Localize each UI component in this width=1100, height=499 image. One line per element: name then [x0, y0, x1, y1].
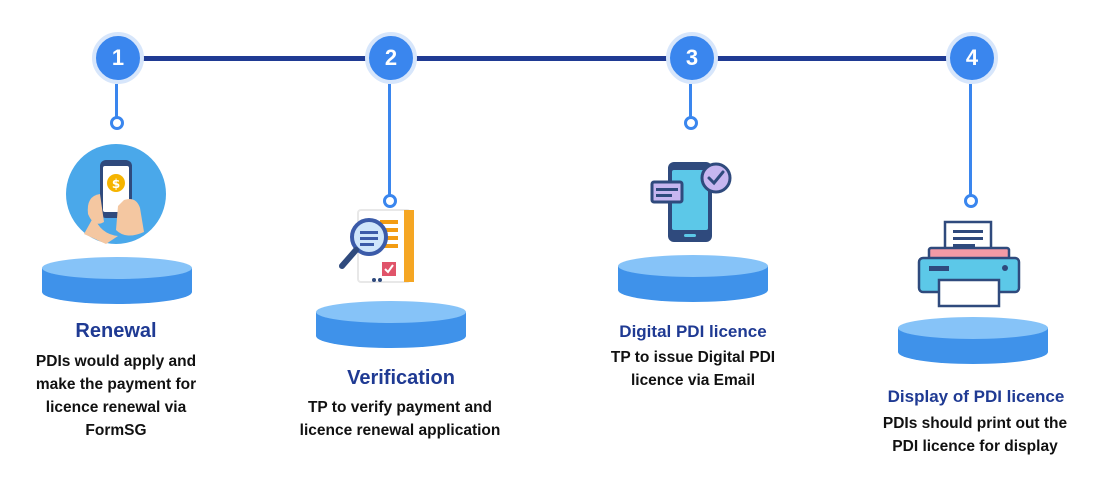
- step-connector-line: [969, 84, 972, 196]
- step-description: PDIs would apply and make the payment fo…: [35, 353, 197, 439]
- step-number-badge: 3: [666, 32, 718, 84]
- step-connector-dot: [684, 116, 698, 130]
- step-description: TP to verify payment and licence renewal…: [299, 399, 501, 439]
- step-connector-line: [388, 84, 391, 196]
- svg-text:$: $: [112, 177, 120, 191]
- step-connector-line: [115, 84, 118, 118]
- step-number-badge: 2: [365, 32, 417, 84]
- step-title: Digital PDI licence: [619, 322, 767, 341]
- podium: [898, 317, 1048, 364]
- podium: [618, 255, 768, 302]
- timeline-connector: [116, 56, 972, 61]
- hand-phone-payment-icon: $: [66, 144, 166, 244]
- printer-icon: [917, 220, 1021, 308]
- podium: [42, 257, 192, 304]
- step-title: Renewal: [75, 320, 157, 342]
- step-title: Verification: [347, 367, 455, 389]
- phone-verified-icon: [650, 162, 732, 242]
- step-title: Display of PDI licence: [887, 387, 1065, 406]
- step-connector-dot: [383, 194, 397, 208]
- step-number-badge: 4: [946, 32, 998, 84]
- step-connector-dot: [964, 194, 978, 208]
- step-number-badge: 1: [92, 32, 144, 84]
- document-magnifier-icon: [339, 209, 414, 283]
- step-description: PDIs should print out the PDI licence fo…: [882, 415, 1068, 455]
- step-connector-line: [689, 84, 692, 118]
- step-description: TP to issue Digital PDI licence via Emai…: [610, 349, 776, 389]
- podium: [316, 301, 466, 348]
- step-connector-dot: [110, 116, 124, 130]
